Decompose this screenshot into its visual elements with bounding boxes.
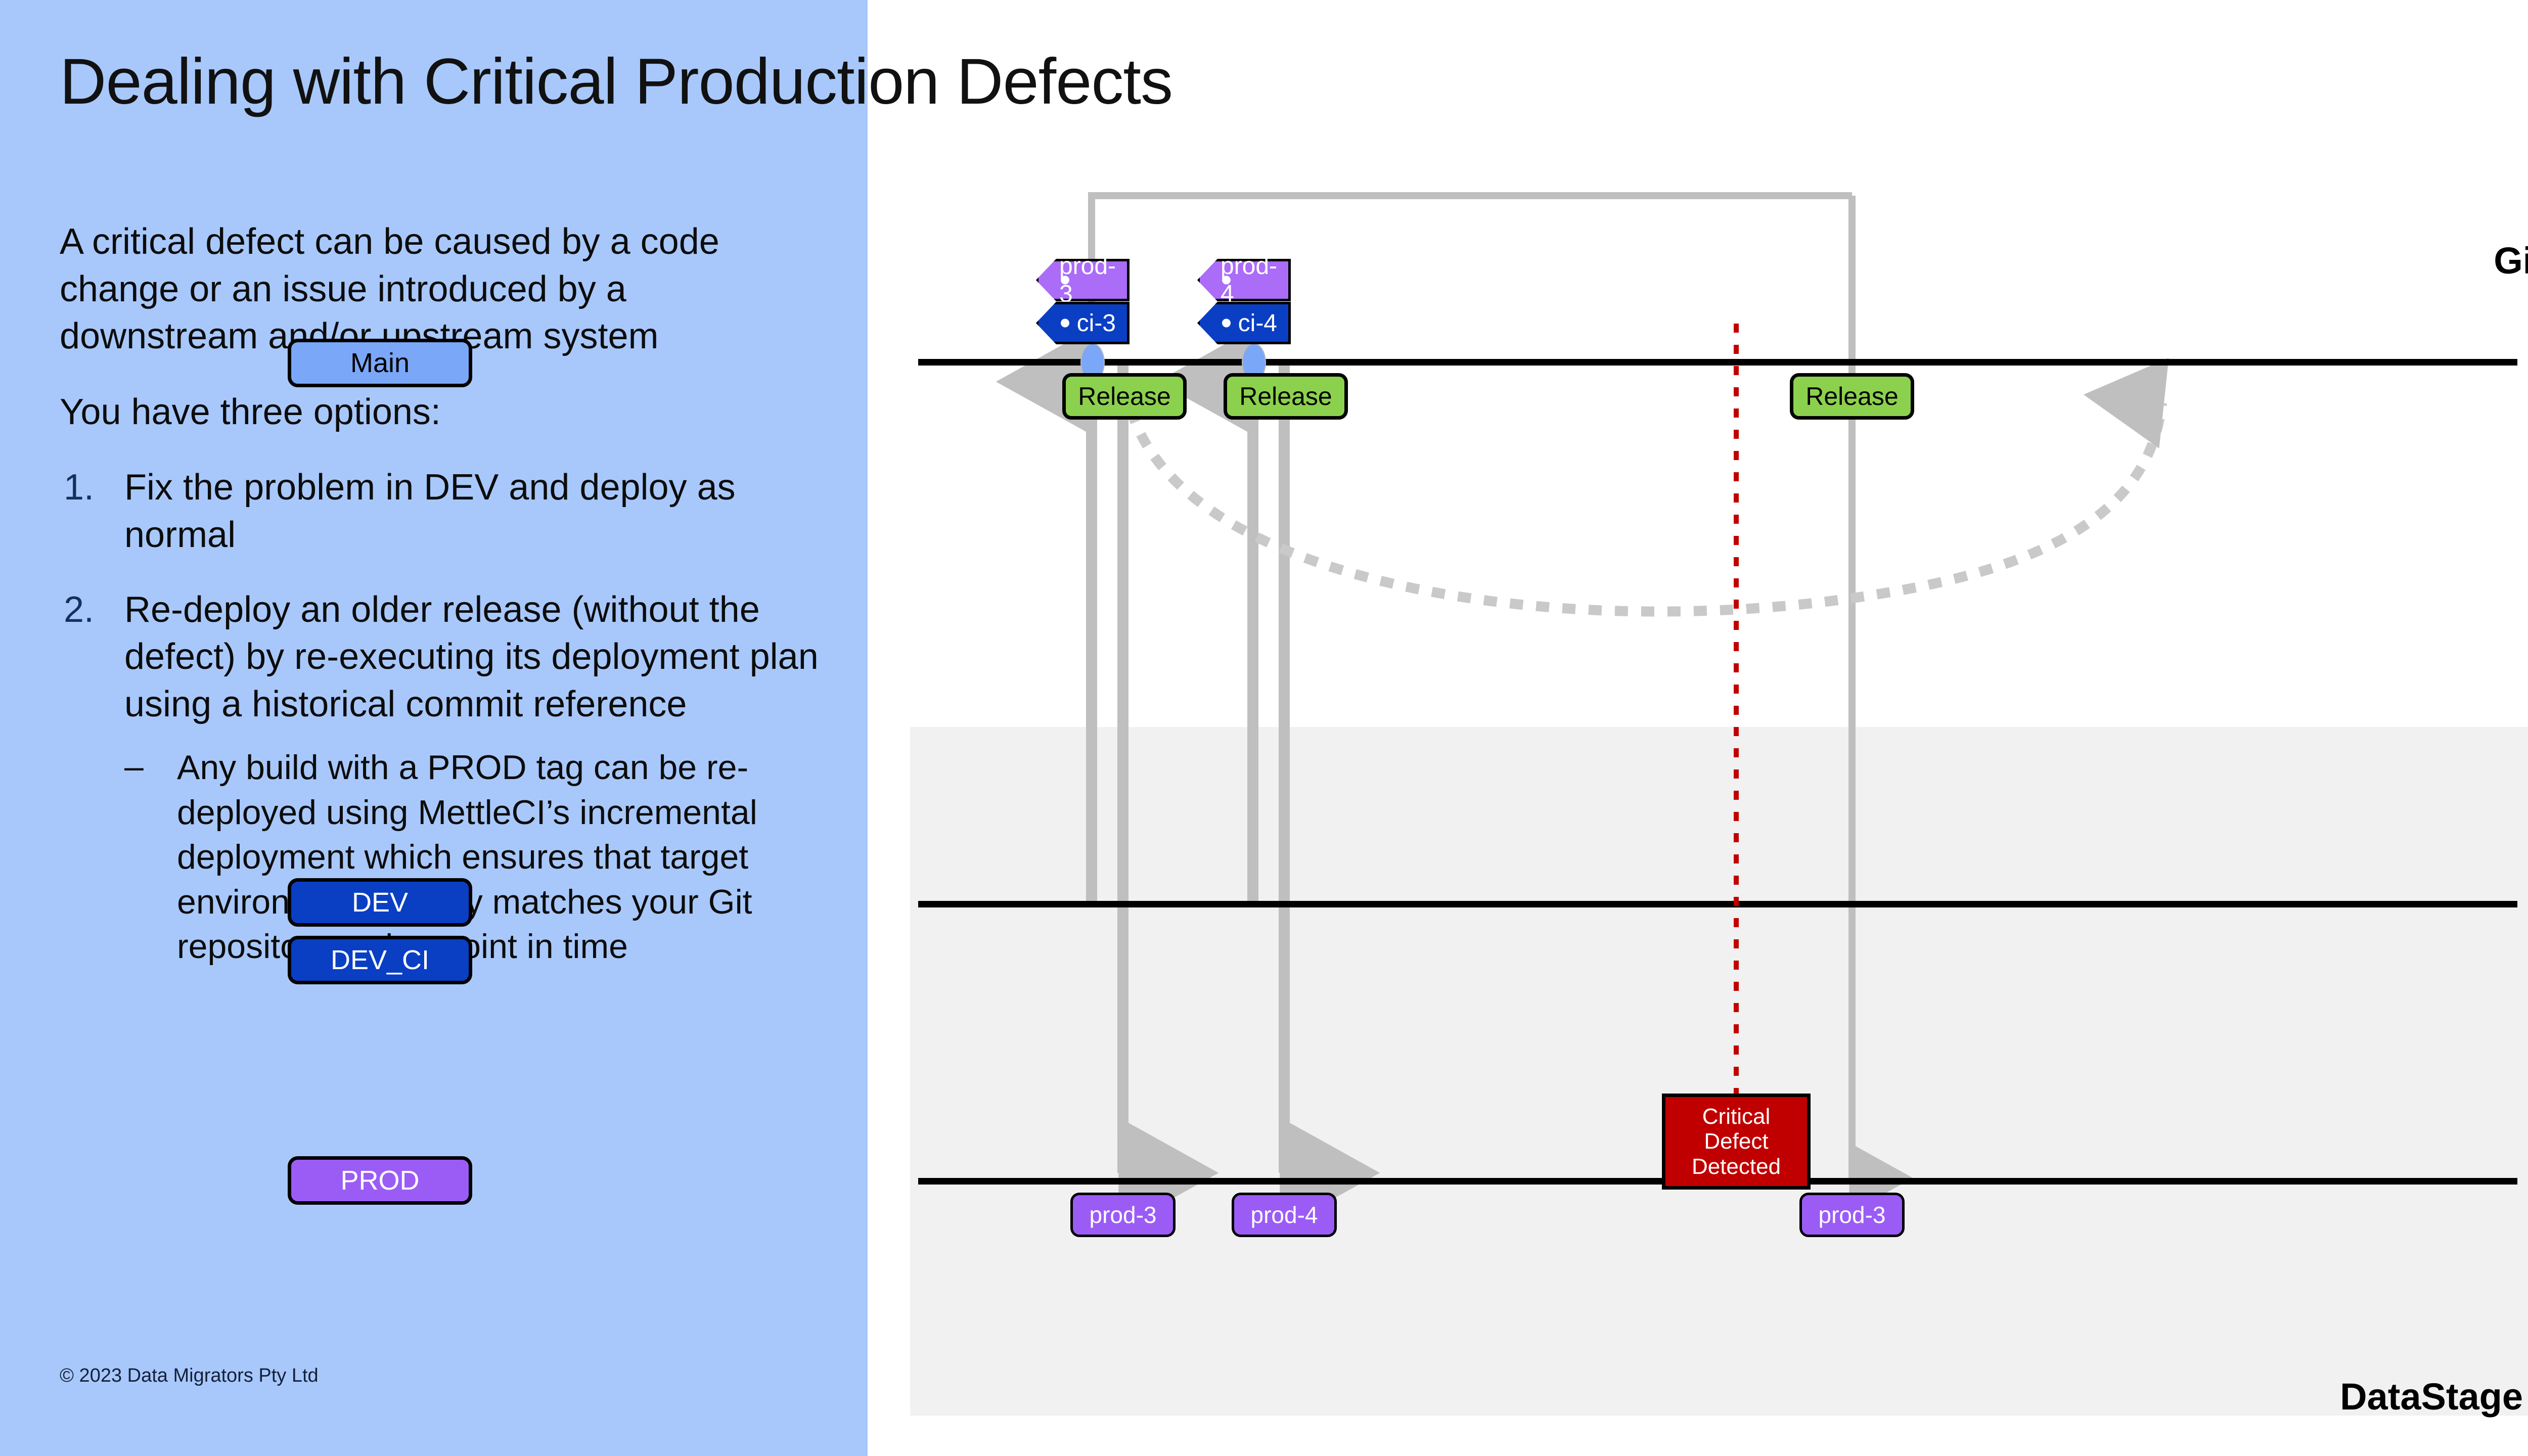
- branch-label-dev-ci[interactable]: DEV_CI: [288, 936, 472, 984]
- prod-deployment-chip-1[interactable]: prod-3: [1070, 1193, 1176, 1237]
- copyright-notice: © 2023 Data Migrators Pty Ltd: [60, 1365, 319, 1386]
- defect-line-3: Detected: [1691, 1154, 1781, 1179]
- list-item-sub: – Any build with a PROD tag can be re-de…: [124, 745, 833, 969]
- critical-defect-box[interactable]: Critical Defect Detected: [1662, 1094, 1811, 1190]
- release-label: Release: [1805, 382, 1899, 411]
- branch-label-dev[interactable]: DEV: [288, 878, 472, 927]
- release-box-3[interactable]: Release: [1790, 373, 1914, 420]
- list-item-text: Re-deploy an older release (without the …: [124, 589, 819, 724]
- list-item-option-1: 1. Fix the problem in DEV and deploy as …: [60, 464, 833, 559]
- list-item-text: Fix the problem in DEV and deploy as nor…: [124, 467, 736, 555]
- prod-chip-label: prod-3: [1089, 1202, 1157, 1228]
- prod-deployment-chip-3[interactable]: prod-3: [1799, 1193, 1905, 1237]
- dev-branch-rail: [918, 901, 2517, 907]
- prod-deployment-chip-2[interactable]: prod-4: [1232, 1193, 1337, 1237]
- left-text-panel: [0, 0, 868, 1456]
- release-label: Release: [1078, 382, 1171, 411]
- release-label: Release: [1239, 382, 1332, 411]
- release-box-1[interactable]: Release: [1062, 373, 1187, 420]
- list-marker: 2.: [64, 589, 95, 630]
- page-title: Dealing with Critical Production Defects: [60, 46, 1173, 118]
- git-region-label: Git: [2494, 240, 2528, 282]
- dash-marker: –: [124, 747, 144, 786]
- pipeline-diagram: Git DataStage Main DEV DEV_: [288, 174, 2528, 1456]
- git-tag-label: ci-4: [1238, 309, 1277, 337]
- tag-dot-icon: [1222, 318, 1231, 328]
- list-item-sub-text: Any build with a PROD tag can be re-depl…: [177, 748, 757, 966]
- prod-chip-label: prod-4: [1250, 1202, 1318, 1228]
- paragraph-intro: A critical defect can be caused by a cod…: [60, 221, 719, 357]
- git-tag-label: ci-3: [1076, 309, 1116, 337]
- defect-marker-line: [1734, 324, 1739, 1100]
- release-box-2[interactable]: Release: [1224, 373, 1348, 420]
- prod-chip-label: prod-3: [1818, 1202, 1886, 1228]
- defect-line-1: Critical: [1702, 1104, 1771, 1129]
- body-copy: A critical defect can be caused by a cod…: [60, 218, 833, 996]
- git-tag-ci-4[interactable]: ci-4: [1197, 302, 1291, 344]
- git-tag-prod-3[interactable]: prod-3: [1036, 259, 1130, 301]
- defect-line-2: Defect: [1704, 1129, 1769, 1154]
- paragraph-options-lead: You have three options:: [60, 391, 441, 432]
- branch-label-prod[interactable]: PROD: [288, 1156, 472, 1205]
- main-branch-rail: [918, 359, 2517, 366]
- tag-dot-icon: [1061, 318, 1069, 328]
- tag-dot-icon: [1061, 276, 1069, 285]
- git-tag-label: prod-4: [1220, 253, 1277, 307]
- git-tag-prod-4[interactable]: prod-4: [1197, 259, 1291, 301]
- branch-label-main[interactable]: Main: [288, 339, 472, 387]
- options-list: 1. Fix the problem in DEV and deploy as …: [60, 464, 833, 969]
- list-marker: 1.: [64, 467, 95, 508]
- datastage-region-band: [910, 727, 2528, 1416]
- tag-dot-icon: [1222, 276, 1231, 285]
- datastage-region-label: DataStage: [2340, 1376, 2523, 1418]
- sub-list: – Any build with a PROD tag can be re-de…: [124, 745, 833, 969]
- git-tag-ci-3[interactable]: ci-3: [1036, 302, 1130, 344]
